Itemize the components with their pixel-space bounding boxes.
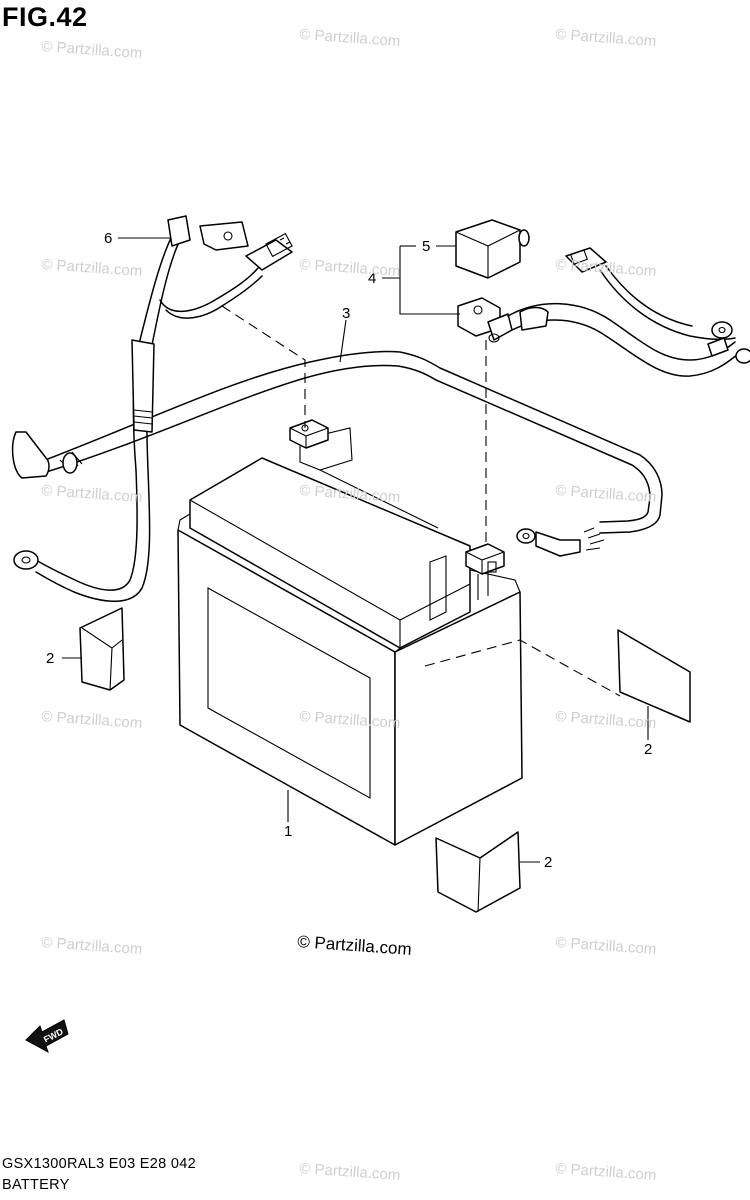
figure-title: FIG.42 bbox=[2, 2, 88, 32]
positive-terminal-set bbox=[455, 219, 750, 377]
callout-starter-lead: 6 bbox=[104, 230, 113, 247]
model-code: GSX1300RAL3 E03 E28 042 bbox=[2, 1156, 196, 1172]
fwd-text: FWD bbox=[42, 1026, 65, 1042]
pad-bottom bbox=[435, 831, 521, 913]
callout-pad-bottom: 2 bbox=[544, 854, 553, 871]
callout-battery: 1 bbox=[284, 823, 293, 840]
callout-pad-left: 2 bbox=[46, 650, 55, 667]
band-rubber-end bbox=[11, 431, 83, 479]
battery-body bbox=[177, 427, 523, 846]
callout-terminal-cover: 5 bbox=[422, 238, 431, 255]
pad-left bbox=[79, 607, 125, 691]
negative-terminal bbox=[289, 419, 329, 449]
fwd-arrow-icon bbox=[25, 1019, 69, 1054]
negative-lead bbox=[13, 215, 293, 602]
callout-pad-right: 2 bbox=[644, 741, 653, 758]
callout-terminal-set: 4 bbox=[368, 270, 377, 287]
leader-lines bbox=[62, 237, 649, 863]
callout-band: 3 bbox=[342, 305, 351, 322]
band-fastener bbox=[516, 527, 605, 557]
assembly-guides bbox=[221, 305, 621, 697]
battery-band bbox=[39, 350, 663, 534]
fwd-label: FWD bbox=[42, 1026, 65, 1042]
pad-right bbox=[617, 629, 691, 723]
positive-terminal bbox=[465, 543, 505, 600]
section-name: BATTERY bbox=[2, 1177, 70, 1193]
